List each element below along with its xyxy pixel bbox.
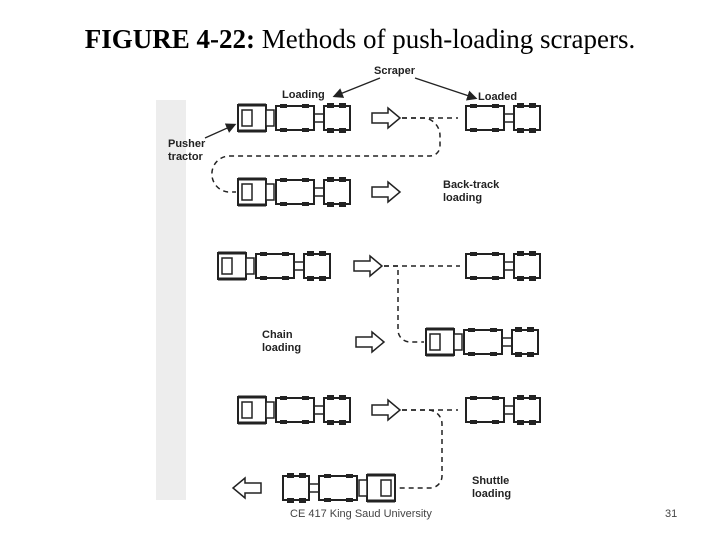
scraper-label: Scraper: [374, 65, 416, 77]
loaded-scraper: [465, 394, 541, 426]
backtrack-label-line1: Back-track: [443, 179, 500, 191]
direction-arrow: [371, 399, 401, 421]
slide-title: FIGURE 4-22: Methods of push-loading scr…: [0, 24, 720, 55]
figure-number: FIGURE 4-22:: [84, 24, 256, 54]
shuttle-path: [395, 409, 443, 489]
push-loading-diagram: Scraper Loading Loaded Pusher tractor Ba…: [156, 65, 541, 504]
direction-arrow: [371, 107, 401, 129]
scraper-unit: [275, 176, 351, 208]
pusher-tractor: [236, 103, 276, 133]
scraper-unit: [255, 250, 331, 282]
background-print-bleed: [156, 100, 186, 500]
scraper-unit: [463, 326, 539, 358]
pusher-tractor: [424, 327, 464, 357]
loading-label: Loading: [282, 89, 325, 101]
chain-label-line2: loading: [262, 342, 301, 354]
page-number: 31: [665, 508, 678, 520]
pusher-label-line1: Pusher: [168, 138, 206, 150]
chain-label-line1: Chain: [262, 329, 293, 341]
pusher-tractor: [236, 177, 276, 207]
pusher-tractor: [216, 251, 256, 281]
scraper-unit: [275, 102, 351, 134]
figure-caption: Methods of push-loading scrapers.: [255, 24, 636, 54]
pusher-tractor: [236, 395, 276, 425]
pusher-label-line2: tractor: [168, 151, 204, 163]
backtrack-path: [211, 117, 441, 193]
chain-path: [384, 265, 424, 343]
shuttle-label-line1: Shuttle: [472, 475, 509, 487]
direction-arrow: [355, 331, 385, 353]
loaded-scraper: [465, 102, 541, 134]
direction-arrow: [371, 181, 401, 203]
shuttle-return-unit: [232, 472, 397, 504]
loaded-scraper: [465, 250, 541, 282]
scraper-unit: [275, 394, 351, 426]
loaded-label: Loaded: [478, 91, 517, 103]
shuttle-label-line2: loading: [472, 488, 511, 500]
slide-footer: CE 417 King Saud University: [290, 508, 432, 520]
backtrack-label-line2: loading: [443, 192, 482, 204]
direction-arrow: [353, 255, 383, 277]
